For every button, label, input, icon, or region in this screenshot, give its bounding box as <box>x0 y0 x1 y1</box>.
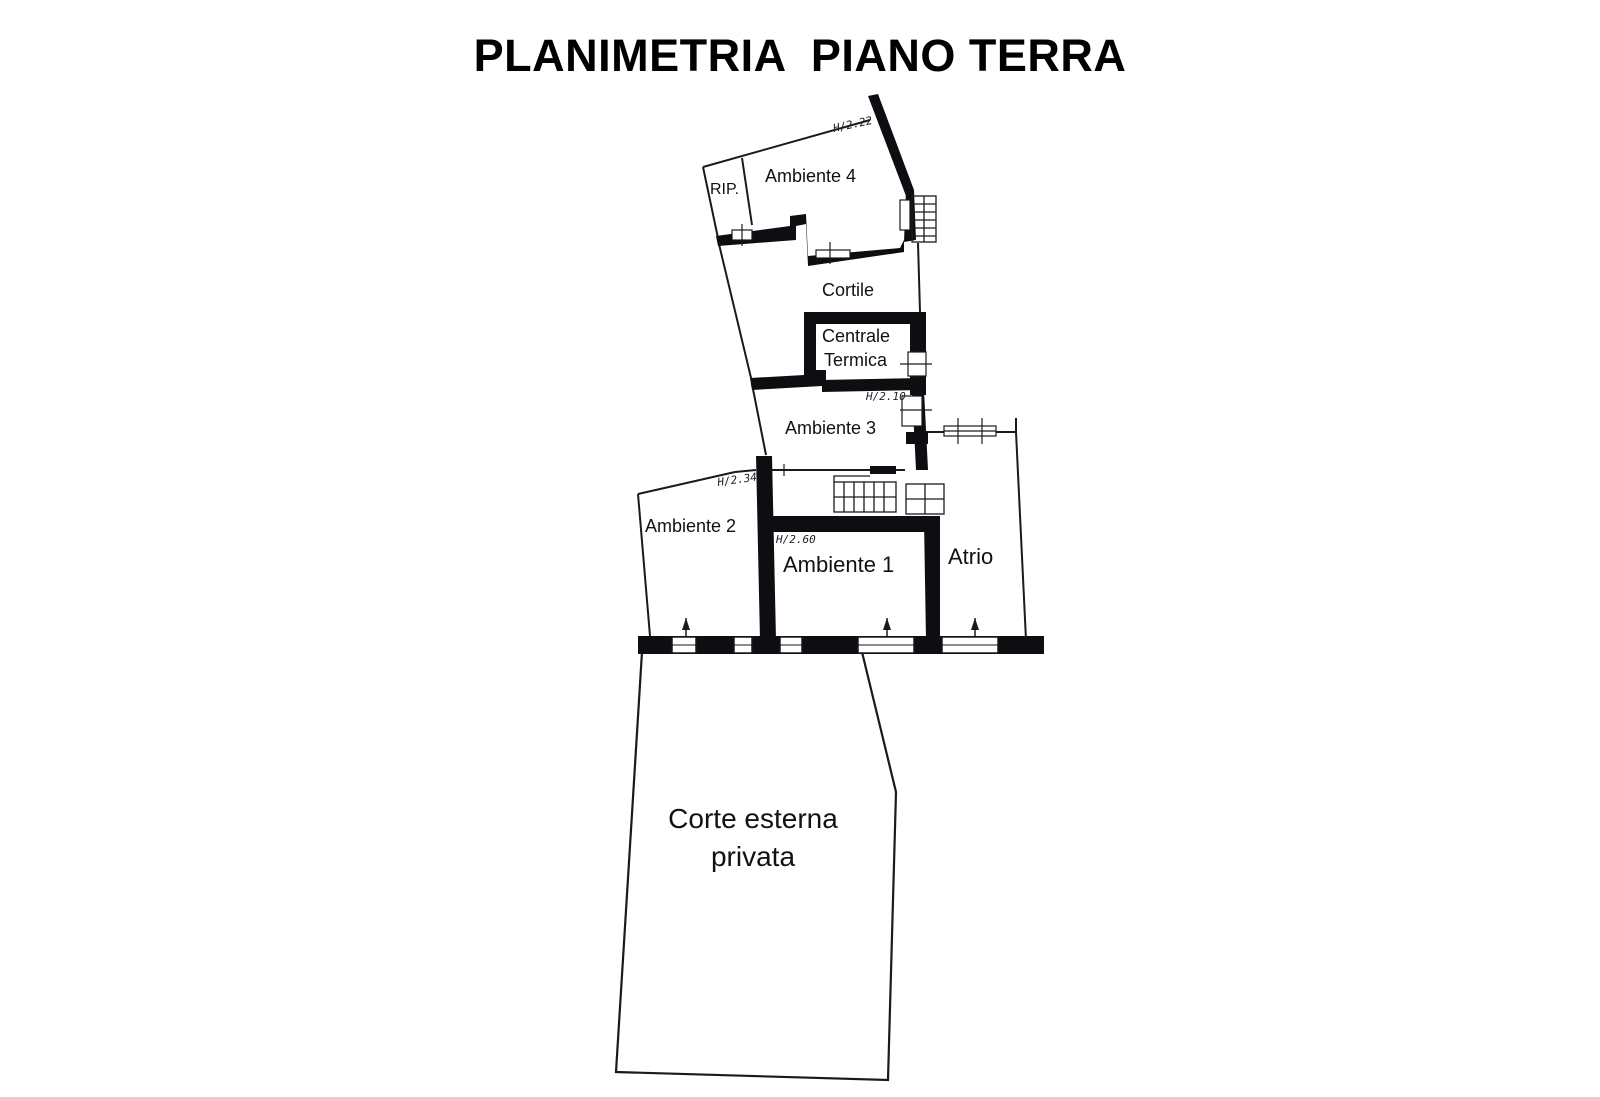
room-label-atrio: Atrio <box>948 544 993 569</box>
plan-title: PLANIMETRIA PIANO TERRA <box>473 30 1127 81</box>
room-label-ambiente-3: Ambiente 3 <box>785 418 876 438</box>
height-note-ambiente-1: H/2.60 <box>775 533 816 546</box>
room-label-centrale-termica-2: Termica <box>824 350 888 370</box>
stairs-ambiente-4 <box>911 195 937 243</box>
height-note-centrale: H/2.10 <box>865 390 906 403</box>
room-label-ripostiglio: RIP. <box>710 181 739 198</box>
opening-ticks <box>741 224 996 476</box>
corte-esterna-outline <box>614 651 898 1082</box>
room-label-cortile: Cortile <box>822 280 874 300</box>
room-label-corte-2: privata <box>711 841 795 872</box>
stairs-main <box>833 475 945 515</box>
room-label-ambiente-1: Ambiente 1 <box>783 552 894 577</box>
room-label-centrale-termica-1: Centrale <box>822 326 890 346</box>
height-note-ambiente-4: H/2.22 <box>831 114 874 135</box>
room-label-ambiente-4: Ambiente 4 <box>765 166 856 186</box>
room-label-ambiente-2: Ambiente 2 <box>645 516 736 536</box>
entry-arrow-stems <box>685 618 976 636</box>
height-note-ambiente-2: H/2.34 <box>716 471 758 490</box>
room-label-corte-1: Corte esterna <box>668 803 838 834</box>
